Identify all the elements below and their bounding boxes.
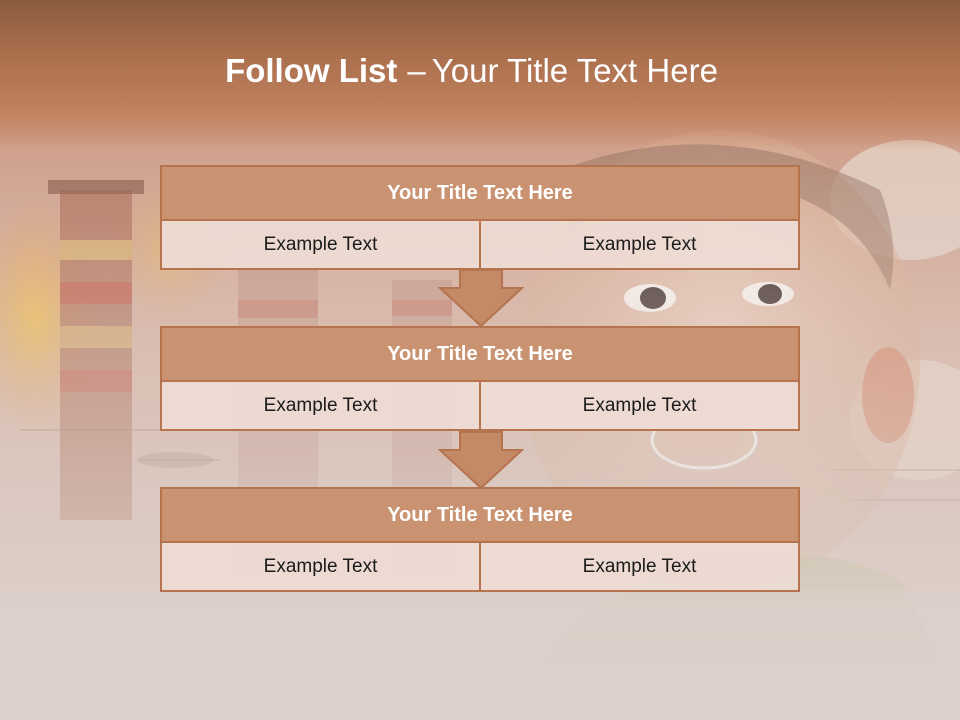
- flow-block-1-title: Your Title Text Here: [160, 165, 800, 221]
- slide-title-separator: –: [407, 52, 426, 89]
- flow-block-3-title: Your Title Text Here: [160, 487, 800, 543]
- slide-title: Follow List–Your Title Text Here: [0, 52, 943, 90]
- slide-title-bold: Follow List: [225, 52, 398, 89]
- slide-title-rest: Your Title Text Here: [431, 52, 718, 89]
- flow-block-2-title: Your Title Text Here: [160, 326, 800, 382]
- flow-block-3: Your Title Text Here Example Text Exampl…: [160, 487, 800, 592]
- flow-block-3-left-text: Example Text: [160, 543, 481, 592]
- title-band: [0, 0, 960, 150]
- flow-block-1-right-text: Example Text: [481, 221, 800, 270]
- flow-block-3-row: Example Text Example Text: [160, 543, 800, 592]
- flow-block-1-row: Example Text Example Text: [160, 221, 800, 270]
- flow-block-3-right-text: Example Text: [481, 543, 800, 592]
- flow-block-2-left-text: Example Text: [160, 382, 481, 431]
- flow-block-2-row: Example Text Example Text: [160, 382, 800, 431]
- flow-block-2-right-text: Example Text: [481, 382, 800, 431]
- flow-block-2: Your Title Text Here Example Text Exampl…: [160, 326, 800, 431]
- flow-block-1-left-text: Example Text: [160, 221, 481, 270]
- down-arrow-icon: [438, 269, 524, 328]
- down-arrow-icon: [438, 431, 524, 490]
- flow-block-1: Your Title Text Here Example Text Exampl…: [160, 165, 800, 270]
